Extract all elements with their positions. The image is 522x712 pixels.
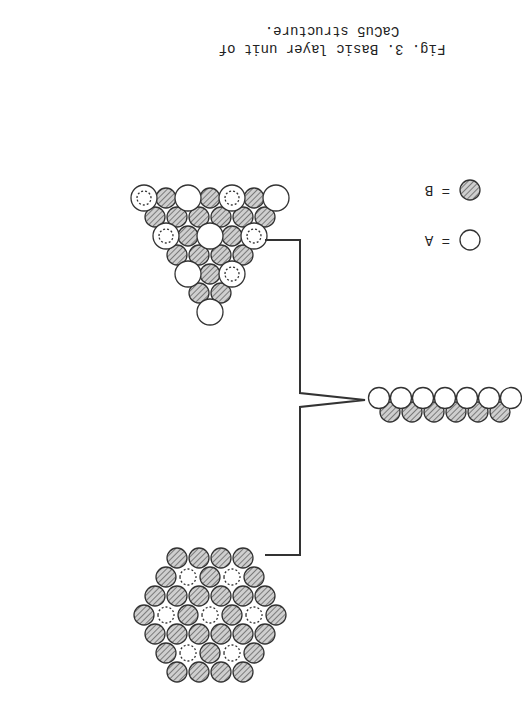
b-atom bbox=[211, 624, 231, 644]
b-atom bbox=[244, 643, 264, 663]
a-site bbox=[180, 569, 196, 585]
b-atom bbox=[189, 624, 209, 644]
a-atom bbox=[479, 388, 500, 409]
a-atom bbox=[263, 185, 289, 211]
a-site bbox=[224, 569, 240, 585]
b-atom bbox=[211, 586, 231, 606]
b-atom bbox=[156, 188, 176, 208]
b-atom bbox=[189, 548, 209, 568]
a-site bbox=[202, 607, 218, 623]
a-site bbox=[246, 607, 262, 623]
a-atom bbox=[391, 388, 412, 409]
b-atom bbox=[233, 548, 253, 568]
b-atom bbox=[156, 643, 176, 663]
caption: Fig. 3. Basic layer unit of CaCu5 struct… bbox=[202, 22, 462, 58]
legend-text: = B bbox=[425, 181, 450, 199]
b-atom bbox=[178, 226, 198, 246]
a-atom bbox=[219, 185, 245, 211]
b-atom bbox=[167, 548, 187, 568]
legend-swatch bbox=[456, 228, 482, 252]
a-atom bbox=[219, 261, 245, 287]
a-site bbox=[159, 229, 173, 243]
a-site bbox=[158, 607, 174, 623]
a-site bbox=[225, 191, 239, 205]
b-layer-plan bbox=[134, 548, 286, 682]
a-layer-plan bbox=[131, 185, 289, 325]
a-site bbox=[180, 645, 196, 661]
a-atom bbox=[153, 223, 179, 249]
a-site bbox=[137, 191, 151, 205]
b-atom bbox=[156, 567, 176, 587]
b-atom bbox=[200, 188, 220, 208]
b-atom bbox=[460, 180, 480, 200]
a-atom bbox=[241, 223, 267, 249]
b-atom bbox=[255, 586, 275, 606]
a-atom bbox=[435, 388, 456, 409]
a-site bbox=[247, 229, 261, 243]
legend-text: = A bbox=[425, 231, 450, 249]
b-atom bbox=[233, 586, 253, 606]
b-atom bbox=[134, 605, 154, 625]
b-atom bbox=[145, 586, 165, 606]
a-atom bbox=[175, 261, 201, 287]
a-atom bbox=[457, 388, 478, 409]
caption-text: Fig. 3. Basic layer unit of CaCu5 struct… bbox=[219, 23, 446, 57]
b-atom bbox=[255, 624, 275, 644]
a-atom bbox=[369, 388, 390, 409]
b-atom bbox=[211, 662, 231, 682]
b-atom bbox=[222, 226, 242, 246]
b-atom bbox=[266, 605, 286, 625]
b-atom bbox=[222, 605, 242, 625]
b-atom bbox=[200, 264, 220, 284]
a-site bbox=[225, 267, 239, 281]
b-atom bbox=[167, 624, 187, 644]
b-atom bbox=[211, 548, 231, 568]
b-atom bbox=[200, 567, 220, 587]
b-atom bbox=[145, 624, 165, 644]
a-atom bbox=[413, 388, 434, 409]
b-atom bbox=[233, 624, 253, 644]
a-atom bbox=[197, 299, 223, 325]
bracket bbox=[265, 240, 365, 555]
legend-swatch bbox=[456, 178, 482, 202]
a-atom bbox=[460, 230, 480, 250]
b-atom bbox=[233, 662, 253, 682]
b-atom bbox=[178, 605, 198, 625]
a-atom bbox=[175, 185, 201, 211]
b-atom bbox=[167, 586, 187, 606]
a-site bbox=[224, 645, 240, 661]
side-view bbox=[369, 388, 522, 423]
b-atom bbox=[200, 643, 220, 663]
b-atom bbox=[167, 662, 187, 682]
a-atom bbox=[131, 185, 157, 211]
a-atom bbox=[501, 388, 522, 409]
a-atom bbox=[197, 223, 223, 249]
b-atom bbox=[189, 662, 209, 682]
b-atom bbox=[189, 586, 209, 606]
b-atom bbox=[244, 188, 264, 208]
b-atom bbox=[244, 567, 264, 587]
